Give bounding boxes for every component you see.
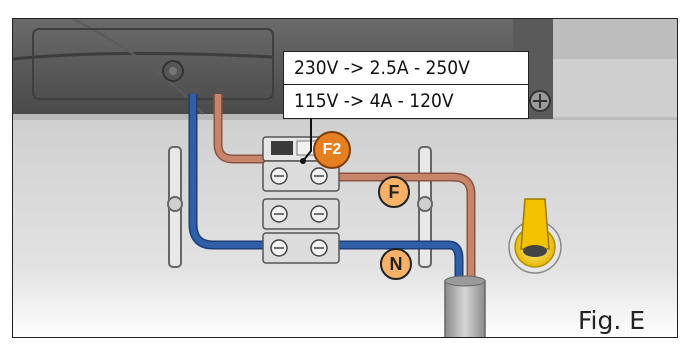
fuse-callout-badge: F2 [313, 131, 351, 169]
fuse-rating-115v: 115V -> 4A - 120V [294, 90, 454, 112]
figure-caption: Fig. E [578, 306, 646, 335]
supply-cable [444, 280, 486, 337]
bracket-left [167, 146, 183, 268]
yellow-knob [508, 198, 562, 274]
phase-callout-badge: F [378, 176, 410, 208]
fuse-rating-label: 230V -> 2.5A - 250V 115V -> 4A - 120V [283, 51, 529, 119]
figure-frame: 230V -> 2.5A - 250V 115V -> 4A - 120V F2… [12, 18, 678, 338]
fuse-rating-230v: 230V -> 2.5A - 250V [284, 52, 528, 85]
neutral-callout-badge: N [380, 248, 412, 280]
